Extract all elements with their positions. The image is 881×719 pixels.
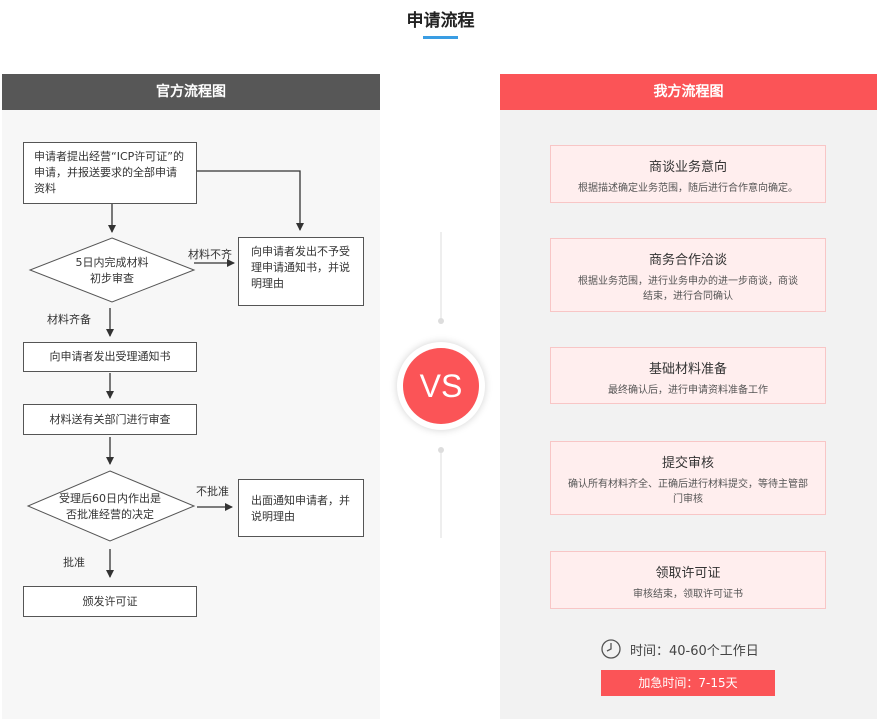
divider-dot-bottom	[438, 447, 444, 453]
step-3-desc: 最终确认后，进行申请资料准备工作	[608, 385, 768, 396]
official-flow-header: 官方流程图	[2, 74, 380, 110]
node-dept-review: 材料送有关部门进行审查	[23, 404, 197, 435]
review-diamond	[28, 237, 196, 303]
vs-text: VS	[403, 348, 479, 424]
time-row: 时间：40-60个工作日	[600, 638, 759, 660]
divider-dot-top	[438, 318, 444, 324]
step-2-desc: 根据业务范围，进行业务申办的进一步商谈，商谈结束，进行合同确认	[578, 276, 798, 302]
time-text: 时间：40-60个工作日	[630, 643, 759, 659]
title-underline	[423, 36, 458, 39]
node-issue: 颁发许可证	[23, 586, 197, 617]
step-1-desc: 根据描述确定业务范围，随后进行合作意向确定。	[578, 183, 798, 194]
urgent-time-badge: 加急时间：7-15天	[601, 670, 775, 696]
step-2-title: 商务合作洽谈	[648, 253, 727, 268]
node-decision-label: 受理后60日内作出是否批准经营的决定	[59, 492, 161, 521]
step-4-desc: 确认所有材料齐全、正确后进行材料提交，等待主管部门审核	[568, 479, 808, 505]
label-incomplete: 材料不齐	[188, 248, 232, 261]
arrow-submit-reject	[197, 170, 304, 231]
step-5: 领取许可证 审核结束，领取许可证书	[550, 551, 826, 609]
step-4: 提交审核 确认所有材料齐全、正确后进行材料提交，等待主管部门审核	[550, 441, 826, 515]
node-submit: 申请者提出经营“ICP许可证”的申请，并报送要求的全部申请资料	[23, 142, 197, 204]
step-3-title: 基础材料准备	[648, 362, 727, 377]
node-accept-notice: 向申请者发出受理通知书	[23, 342, 197, 372]
clock-icon	[601, 639, 621, 659]
page-title: 申请流程	[406, 11, 475, 31]
step-2: 商务合作洽谈 根据业务范围，进行业务申办的进一步商谈，商谈结束，进行合同确认	[550, 238, 826, 312]
step-3: 基础材料准备 最终确认后，进行申请资料准备工作	[550, 347, 826, 404]
step-1: 商谈业务意向 根据描述确定业务范围，随后进行合作意向确定。	[550, 145, 826, 203]
step-1-title: 商谈业务意向	[648, 160, 727, 175]
node-deny-notice: 出面通知申请者，并说明理由	[238, 479, 364, 537]
step-5-desc: 审核结束，领取许可证书	[633, 589, 743, 600]
our-flow-header: 我方流程图	[500, 74, 877, 110]
label-denied: 不批准	[196, 485, 229, 498]
label-approved: 批准	[63, 556, 85, 569]
decision-diamond	[26, 470, 196, 542]
step-4-title: 提交审核	[661, 456, 714, 471]
label-complete: 材料齐备	[47, 313, 91, 326]
step-5-title: 领取许可证	[655, 566, 721, 581]
node-review-label: 5日内完成材料初步审查	[75, 256, 149, 285]
node-reject-notice: 向申请者发出不予受理申请通知书，并说明理由	[238, 237, 364, 306]
vs-badge: VS	[397, 342, 485, 430]
